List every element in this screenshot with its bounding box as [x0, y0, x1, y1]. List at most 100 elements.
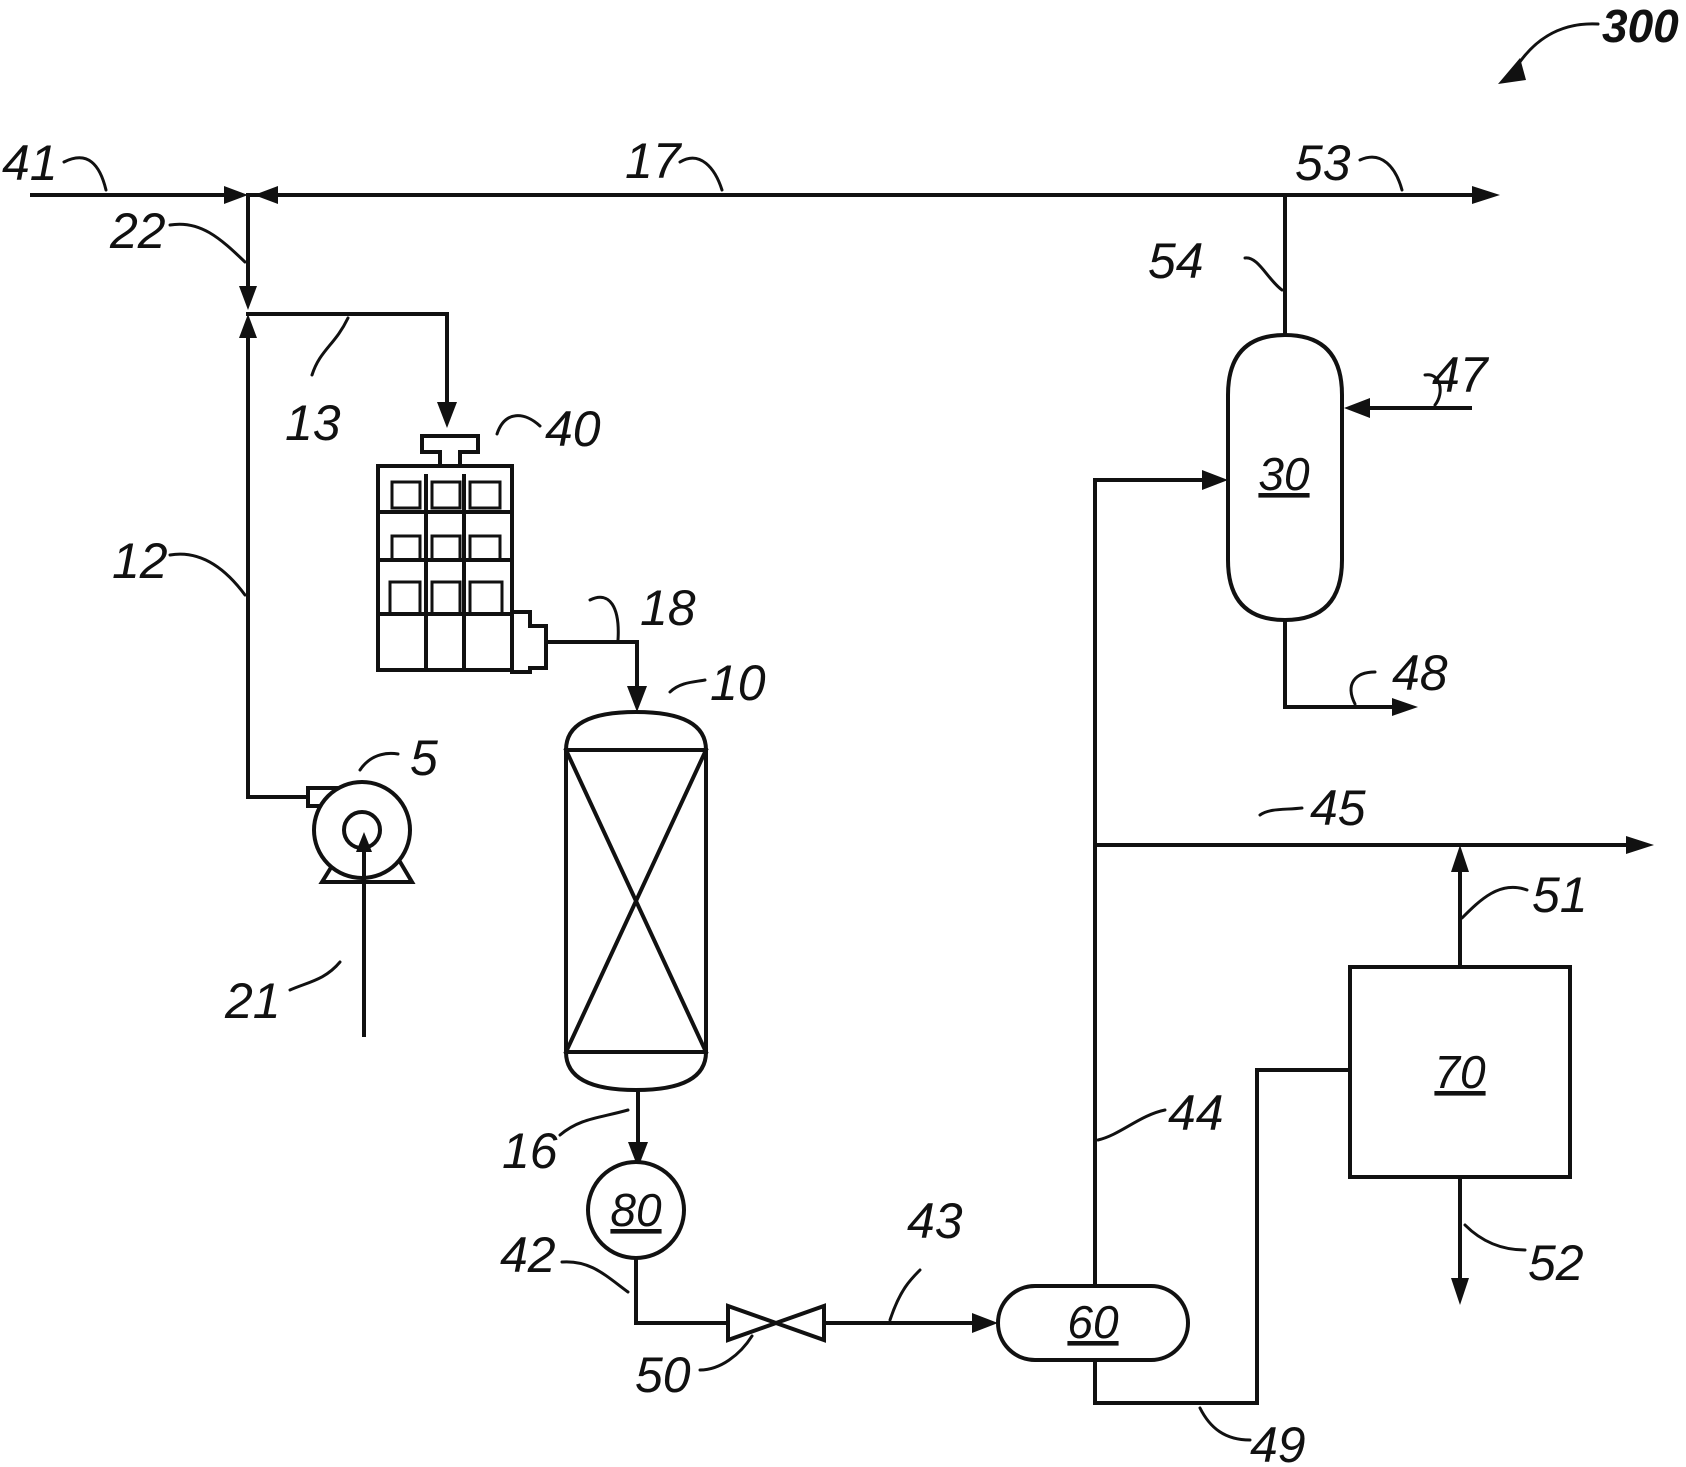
- label-42: 42: [500, 1227, 556, 1283]
- leader-12: [168, 552, 247, 597]
- leader-41: [62, 156, 108, 192]
- leader-lines: [62, 155, 1529, 1442]
- arrow-41: [224, 186, 248, 204]
- valve-50: [726, 1303, 826, 1343]
- label-13: 13: [285, 395, 341, 451]
- arrow-22: [239, 286, 257, 310]
- label-5: 5: [410, 730, 438, 786]
- valve-right: [770, 1303, 826, 1343]
- figure-ref-300: 300: [1498, 0, 1679, 84]
- arrow-47: [1344, 398, 1370, 418]
- label-18: 18: [640, 580, 696, 636]
- heater-tube: [388, 580, 422, 616]
- heater-inlet-nozzle: [420, 434, 480, 468]
- reactor-10: [563, 709, 709, 1093]
- stream-labels: 41 17 53 22 13 12 54 47 18 48 45 51 21 4…: [2, 133, 1588, 1467]
- pump-5: [306, 780, 416, 1037]
- leader-44: [1096, 1108, 1167, 1142]
- label-80: 80: [610, 1184, 662, 1236]
- label-45: 45: [1310, 780, 1366, 836]
- leader-50: [698, 1334, 754, 1372]
- line-13: [246, 312, 449, 407]
- label-22: 22: [109, 203, 166, 259]
- label-53: 53: [1295, 135, 1351, 191]
- heater-tube: [390, 480, 422, 510]
- leader-49: [1198, 1406, 1252, 1442]
- leader-22: [168, 222, 247, 264]
- arrow-44: [1202, 470, 1228, 490]
- label-43: 43: [907, 1193, 963, 1249]
- label-54: 54: [1148, 233, 1204, 289]
- leader-52: [1463, 1223, 1527, 1252]
- leader-18: [588, 595, 620, 642]
- label-41: 41: [2, 135, 58, 191]
- label-40: 40: [545, 401, 601, 457]
- heater-outlet-nozzle: [510, 610, 548, 674]
- valve-left: [726, 1303, 782, 1343]
- arrow-51: [1451, 845, 1469, 872]
- label-48: 48: [1392, 645, 1448, 701]
- line-49: [1093, 1068, 1352, 1405]
- heater-tube: [468, 580, 504, 616]
- label-10: 10: [710, 655, 766, 711]
- heater-tube: [468, 480, 502, 510]
- heater-tube: [430, 580, 462, 616]
- vessel-shell: [1226, 332, 1344, 623]
- label-21: 21: [224, 973, 281, 1029]
- arrow-52: [1451, 1278, 1469, 1305]
- label-51: 51: [1532, 867, 1588, 923]
- figure-ref-label: 300: [1602, 0, 1679, 52]
- unit-70: [1348, 845, 1572, 1305]
- leader-40: [495, 414, 542, 436]
- equipment-labels: 10 5 50 30 70 60 80: [410, 448, 1486, 1403]
- arrow-53: [1472, 186, 1500, 204]
- vessel-30: [1226, 193, 1472, 716]
- figure-ref-arrow: [1498, 58, 1526, 84]
- arrow-13: [437, 402, 457, 428]
- label-44: 44: [1168, 1085, 1224, 1141]
- leader-10: [668, 678, 707, 694]
- arrow-48: [1392, 698, 1418, 716]
- arrow-12: [239, 314, 257, 338]
- label-60: 60: [1067, 1296, 1119, 1348]
- label-47: 47: [1432, 347, 1490, 403]
- leader-42: [560, 1260, 630, 1294]
- leader-45: [1258, 806, 1304, 817]
- reactor-bed-cross-2: [563, 747, 709, 1055]
- reactor-outlet: [628, 1088, 648, 1168]
- label-16: 16: [502, 1123, 558, 1179]
- label-17: 17: [625, 133, 683, 189]
- leader-53: [1358, 155, 1404, 192]
- heater-box: [376, 464, 514, 672]
- label-50: 50: [635, 1347, 691, 1403]
- leader-47: [1423, 373, 1442, 407]
- arrow-45: [1626, 836, 1654, 854]
- label-70: 70: [1434, 1046, 1486, 1098]
- arrow-18: [627, 686, 647, 712]
- leader-16: [558, 1108, 630, 1137]
- heater-tube: [468, 534, 502, 562]
- heater-tubes: [388, 480, 504, 616]
- leader-51: [1460, 885, 1529, 920]
- header-piping: [30, 186, 1500, 204]
- leader-48: [1349, 670, 1377, 706]
- arrow-43: [972, 1313, 998, 1333]
- line-18: [544, 640, 639, 692]
- line-48: [1283, 618, 1397, 709]
- label-52: 52: [1528, 1235, 1584, 1291]
- recycle-loop: [239, 193, 457, 799]
- label-49: 49: [1250, 1417, 1306, 1467]
- heater-tube: [430, 534, 462, 562]
- leader-13: [310, 316, 350, 377]
- heater-40: 40: [376, 401, 601, 674]
- line-18-group: [544, 640, 647, 712]
- unit-box: [1348, 965, 1572, 1179]
- leader-5: [358, 751, 400, 772]
- label-12: 12: [112, 533, 168, 589]
- heater-tube: [430, 480, 462, 510]
- separator-piping: [1093, 470, 1654, 1405]
- leader-21: [288, 960, 342, 992]
- line-42: [634, 1256, 730, 1325]
- arrow-17: [254, 186, 278, 204]
